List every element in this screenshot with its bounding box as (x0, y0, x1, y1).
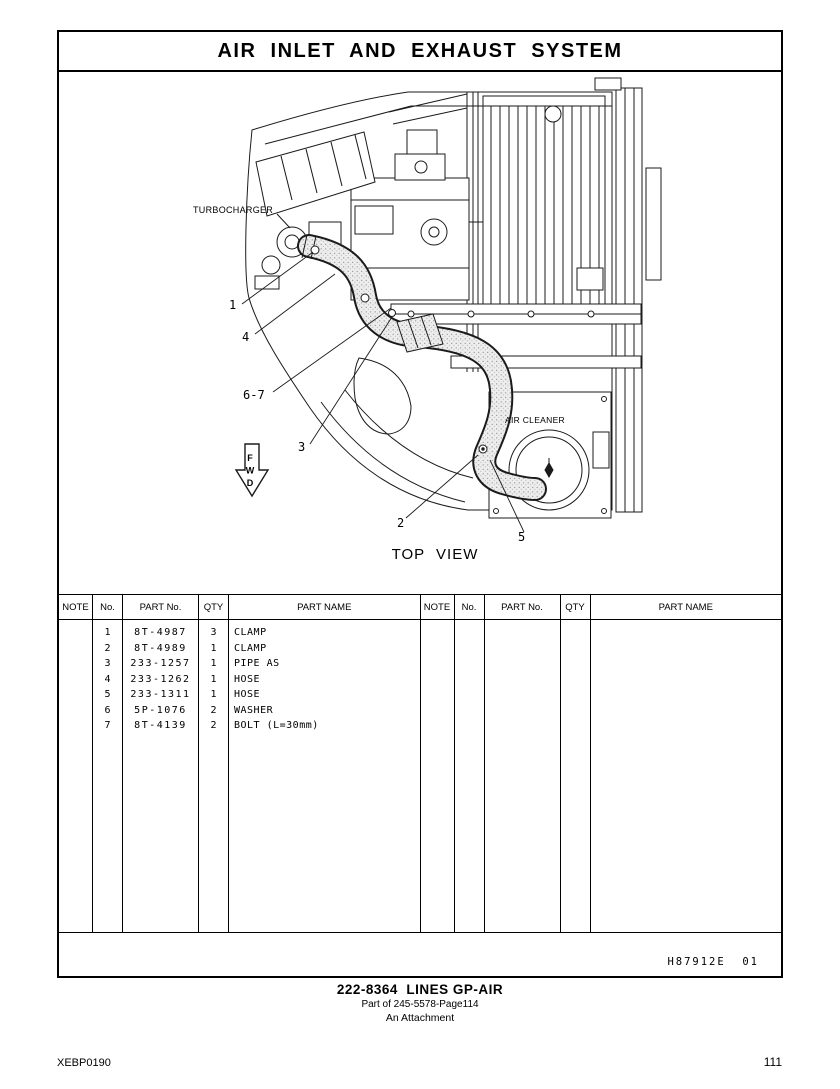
col-part-no-right (485, 620, 561, 932)
no-cell: 4 (104, 673, 111, 685)
no-cell: 2 (104, 642, 111, 654)
right-frame-rails (594, 77, 662, 513)
diagram-area: TURBOCHARGER AIR CLEANER FWD 1 4 6-7 3 2… (59, 72, 781, 594)
machine-silhouette (245, 91, 613, 511)
part-no-cell: 233-1262 (130, 673, 191, 685)
col-no-left: 1 2 3 4 5 6 7 (93, 620, 123, 932)
part-name-cell: HOSE (234, 673, 261, 685)
valve-cover (255, 131, 376, 217)
part-no-cell: 233-1257 (130, 658, 191, 669)
part-no-cell: 233-1311 (130, 689, 191, 700)
qty-cell: 2 (210, 704, 217, 716)
col-qty-left: 3 1 1 1 1 2 2 (199, 620, 229, 932)
callout-6-7: 6-7 (243, 388, 265, 402)
no-cell: 3 (104, 658, 111, 669)
qty-cell: 1 (210, 689, 217, 700)
header-qty: QTY (199, 595, 229, 619)
callout-1: 1 (229, 298, 237, 312)
part-name-cell: PIPE AS (234, 658, 280, 669)
view-caption: TOP VIEW (391, 546, 479, 563)
qty-cell: 1 (210, 642, 217, 654)
col-note-left (59, 620, 93, 932)
cross-members (390, 303, 642, 369)
col-qty-right (561, 620, 591, 932)
assembly-footer: 222-8364 LINES GP-AIR Part of 245-5578-P… (0, 982, 840, 1024)
qty-cell: 2 (210, 720, 217, 731)
assembly-parent-ref: Part of 245-5578-Page114 (361, 999, 479, 1010)
header-part-name-2: PART NAME (658, 601, 713, 613)
clamp-plate (396, 313, 444, 353)
page-number: 111 (763, 1055, 782, 1069)
callout-3: 3 (298, 440, 306, 454)
assembly-title: 222-8364 LINES GP-AIR (336, 982, 504, 997)
col-no-right (455, 620, 485, 932)
header-note-2: NOTE (421, 595, 455, 619)
turbocharger-label: TURBOCHARGER (193, 205, 274, 215)
fwd-arrow-icon (234, 443, 270, 498)
callout-4: 4 (242, 330, 250, 344)
no-cell: 6 (104, 704, 111, 716)
header-no-2: No. (455, 595, 485, 619)
part-no-cell: 8T-4987 (134, 627, 187, 638)
engine-block (350, 129, 483, 301)
page-title: AIR INLET AND EXHAUST SYSTEM (59, 32, 781, 72)
part-name-cell: CLAMP (234, 642, 267, 654)
assembly-attachment-note: An Attachment (385, 1012, 455, 1024)
header-no: No. (93, 595, 123, 619)
document-code: H87912E 01 (667, 956, 759, 968)
qty-cell: 1 (210, 658, 217, 669)
col-part-name-left: CLAMP CLAMP PIPE AS HOSE HOSE WASHER BOL… (229, 620, 421, 932)
no-cell: 5 (104, 689, 111, 700)
callout-leader-lines (241, 251, 525, 533)
col-part-no-left: 8T-4987 8T-4989 233-1257 233-1262 233-13… (123, 620, 199, 932)
engine-top-view-drawing (234, 77, 662, 533)
document-code-strip: H87912E 01 (59, 933, 781, 976)
part-no-cell: 8T-4139 (134, 720, 187, 731)
col-note-right (421, 620, 455, 932)
no-cell: 7 (104, 720, 111, 731)
parts-table-header: NOTE No. PART No. QTY PART NAME NOTE No.… (59, 594, 781, 620)
fwd-label: FWD (245, 453, 255, 491)
header-part-no: PART No. (123, 595, 199, 619)
qty-cell: 3 (210, 627, 217, 638)
callout-5: 5 (518, 530, 526, 544)
parts-table-body: 1 2 3 4 5 6 7 8T-4987 8T-4989 233-1257 2… (59, 620, 781, 933)
header-note: NOTE (59, 595, 93, 619)
callout-2: 2 (397, 516, 405, 530)
no-cell: 1 (104, 627, 111, 638)
qty-cell: 1 (210, 673, 217, 685)
air-cleaner-label: AIR CLEANER (505, 415, 565, 425)
radiator-core (482, 95, 606, 315)
publication-code: XEBP0190 (57, 1057, 111, 1069)
header-part-no-2: PART No. (485, 595, 561, 619)
part-name-cell: BOLT (L=30mm) (234, 720, 319, 731)
fasteners (301, 234, 488, 454)
part-no-cell: 5P-1076 (134, 704, 187, 716)
part-name-cell: CLAMP (234, 627, 267, 638)
header-part-name: PART NAME (229, 595, 421, 619)
header-qty-2: QTY (561, 595, 591, 619)
part-name-cell: HOSE (234, 689, 261, 700)
part-no-cell: 8T-4989 (134, 642, 187, 654)
document-frame: AIR INLET AND EXHAUST SYSTEM (57, 30, 783, 978)
col-part-name-right (591, 620, 782, 932)
part-name-cell: WASHER (234, 704, 274, 716)
